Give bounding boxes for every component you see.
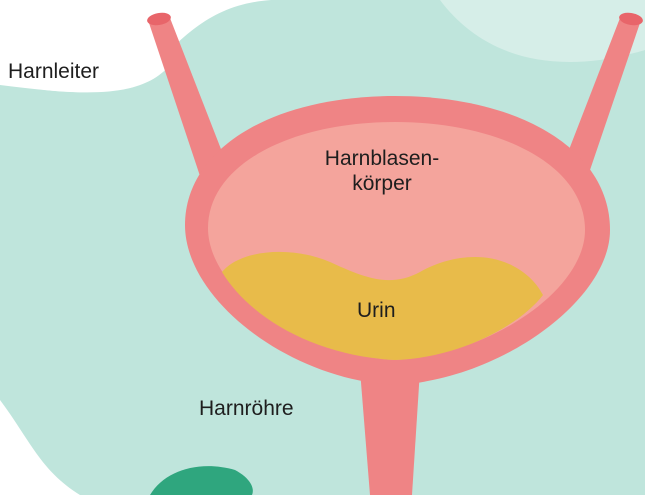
bladder-body-label-line2: körper (352, 171, 412, 196)
urine-label: Urin (357, 298, 396, 323)
bladder-body-label-line1: Harnblasen- (325, 146, 439, 171)
ureter-label: Harnleiter (8, 59, 99, 84)
urethra-label: Harnröhre (199, 396, 294, 421)
urethra (360, 370, 420, 495)
bladder-body-label: Harnblasen- körper (282, 146, 482, 196)
